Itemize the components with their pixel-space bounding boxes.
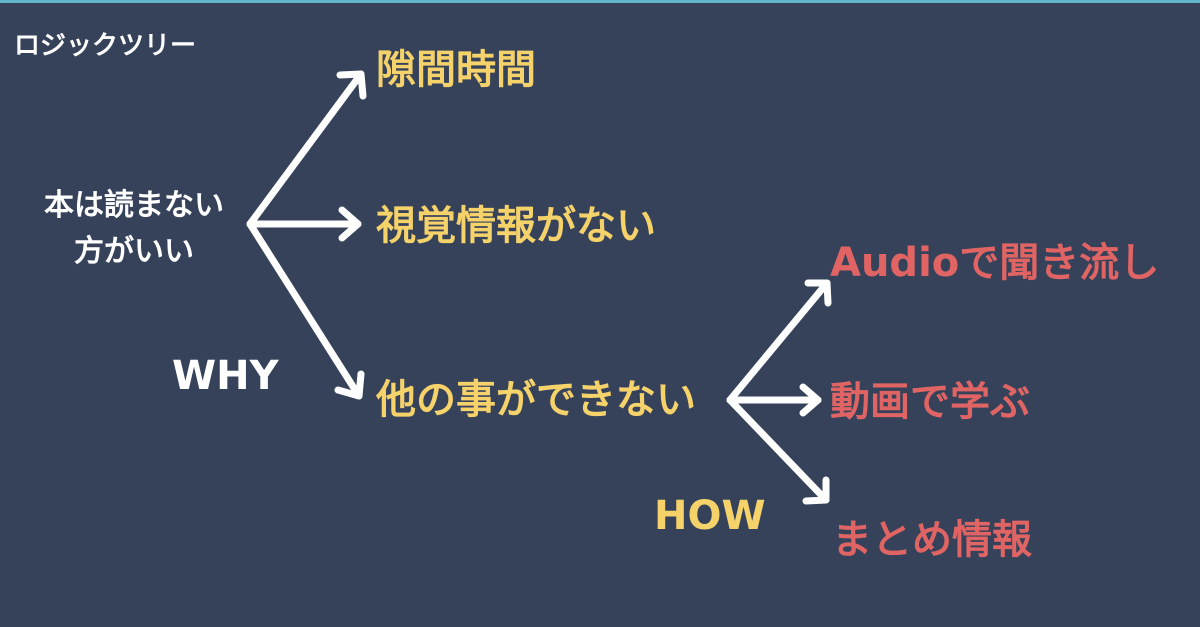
top-accent-line — [0, 0, 1200, 3]
why-label: WHY — [172, 353, 279, 399]
page-title: ロジックツリー — [14, 31, 197, 61]
arrow-branch3-to-solution-3 — [726, 396, 830, 505]
arrow-root-to-branch-3 — [246, 220, 365, 400]
root-node: 本は読まない 方がいい — [18, 183, 250, 275]
arrow-branch3-to-solution-2 — [726, 383, 822, 417]
root-node-line1: 本は読まない — [44, 188, 224, 223]
arrow-root-to-branch-2 — [246, 206, 362, 242]
arrow-root-to-branch-1 — [246, 70, 367, 228]
how-label: HOW — [654, 493, 766, 539]
branch-node-2: 視覚情報がない — [376, 203, 656, 249]
branch-node-3: 他の事ができない — [376, 377, 696, 423]
solution-node-3: まとめ情報 — [832, 517, 1032, 563]
branch-node-1: 隙間時間 — [376, 47, 536, 93]
arrow-branch3-to-solution-1 — [726, 279, 832, 404]
solution-node-2: 動画で学ぶ — [830, 379, 1030, 425]
solution-node-1: Audioで聞き流し — [830, 240, 1160, 286]
root-node-line2: 方がいい — [74, 234, 194, 269]
